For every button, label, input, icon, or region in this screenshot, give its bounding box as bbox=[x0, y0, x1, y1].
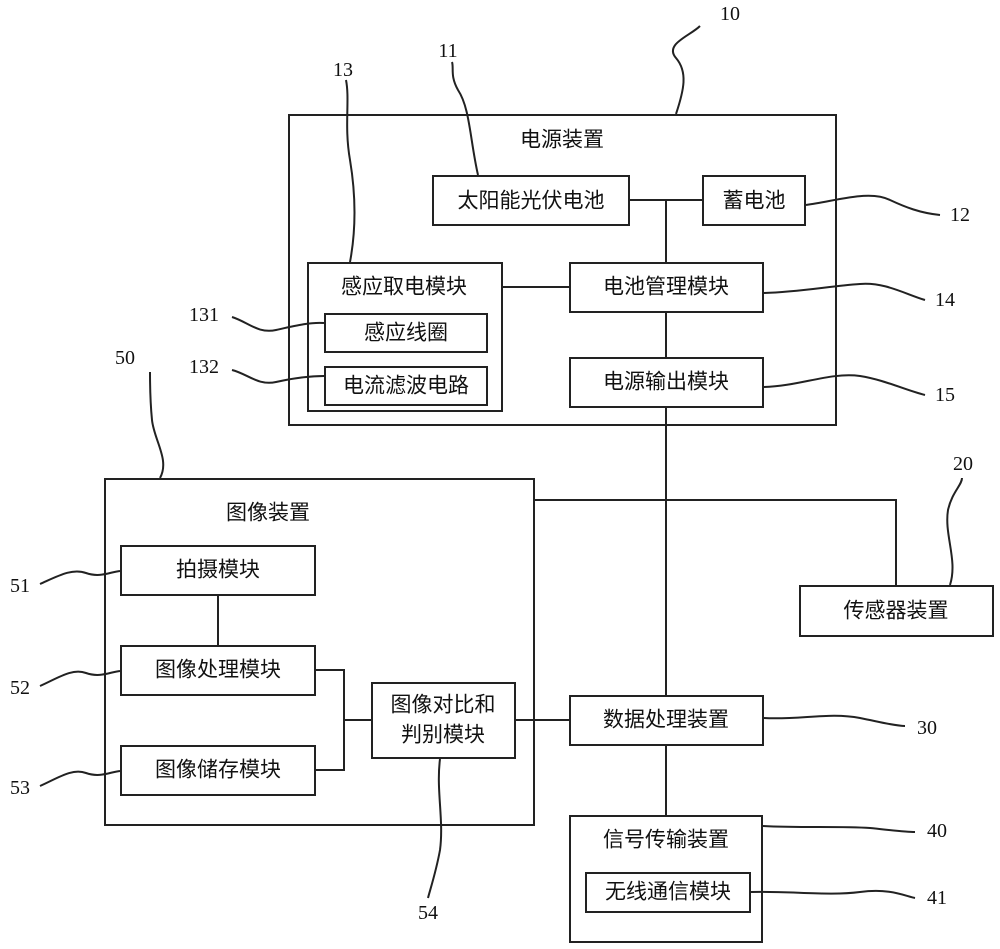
ref-13: 13 bbox=[333, 59, 353, 81]
image-processing-label: 图像处理模块 bbox=[155, 657, 281, 682]
image-compare-label-line1: 图像对比和 bbox=[390, 692, 496, 717]
image-processing-box bbox=[120, 645, 316, 696]
ref-54: 54 bbox=[418, 902, 438, 924]
induction-coil-box bbox=[324, 313, 488, 353]
leader-12 bbox=[805, 194, 941, 216]
data-processing-label: 数据处理装置 bbox=[603, 707, 729, 732]
current-filter-label: 电流滤波电路 bbox=[343, 373, 469, 398]
current-filter-box bbox=[324, 366, 488, 406]
image-device-title: 图像装置 bbox=[226, 500, 310, 525]
battery-management-label: 电池管理模块 bbox=[603, 274, 729, 299]
ref-15: 15 bbox=[935, 384, 955, 406]
power-device-box bbox=[288, 114, 837, 426]
image-compare-box bbox=[371, 682, 516, 759]
image-storage-box bbox=[120, 745, 316, 796]
ref-30: 30 bbox=[917, 717, 937, 739]
ref-132: 132 bbox=[189, 356, 219, 378]
wireless-comm-box bbox=[585, 872, 751, 913]
ref-51: 51 bbox=[10, 575, 30, 597]
signal-transmission-box bbox=[569, 815, 763, 943]
image-device-box bbox=[104, 478, 535, 826]
power-device-title: 电源装置 bbox=[520, 127, 604, 152]
battery-management-box bbox=[569, 262, 764, 313]
leader-50 bbox=[149, 371, 165, 479]
capture-module-label: 拍摄模块 bbox=[176, 557, 260, 582]
induction-coil-label: 感应线圈 bbox=[364, 320, 448, 345]
induction-power-module-label: 感应取电模块 bbox=[341, 274, 467, 299]
leader-30 bbox=[763, 714, 906, 727]
leader-41 bbox=[750, 889, 916, 899]
leader-132 bbox=[231, 369, 325, 384]
storage-battery-box bbox=[702, 175, 806, 226]
leader-15 bbox=[763, 374, 926, 396]
leader-11 bbox=[451, 61, 479, 176]
data-processing-box bbox=[569, 695, 764, 746]
leader-40 bbox=[762, 825, 916, 833]
ref-11: 11 bbox=[438, 40, 458, 62]
leader-10 bbox=[672, 25, 701, 115]
ref-20: 20 bbox=[953, 453, 973, 475]
leader-13 bbox=[345, 79, 356, 263]
solar-pv-cell-box bbox=[432, 175, 630, 226]
leader-53 bbox=[39, 770, 121, 787]
solar-pv-cell-label: 太阳能光伏电池 bbox=[457, 188, 605, 213]
ref-12: 12 bbox=[950, 204, 970, 226]
ref-52: 52 bbox=[10, 677, 30, 699]
leader-14 bbox=[763, 282, 926, 301]
wire-proc-storage-merge bbox=[316, 669, 345, 771]
sensor-device-box bbox=[799, 585, 994, 637]
signal-transmission-label: 信号传输装置 bbox=[603, 827, 729, 852]
ref-10: 10 bbox=[720, 3, 740, 25]
image-storage-label: 图像储存模块 bbox=[155, 757, 281, 782]
induction-power-module-box bbox=[307, 262, 503, 412]
ref-53: 53 bbox=[10, 777, 30, 799]
leader-20 bbox=[946, 477, 963, 586]
ref-40: 40 bbox=[927, 820, 947, 842]
ref-131: 131 bbox=[189, 304, 219, 326]
capture-module-box bbox=[120, 545, 316, 596]
sensor-device-label: 传感器装置 bbox=[843, 598, 949, 623]
power-output-box bbox=[569, 357, 764, 408]
ref-41: 41 bbox=[927, 887, 947, 909]
storage-battery-label: 蓄电池 bbox=[722, 188, 786, 213]
wire-image-sensor bbox=[535, 499, 897, 585]
leader-51 bbox=[39, 570, 121, 585]
leader-131 bbox=[231, 316, 325, 332]
power-output-label: 电源输出模块 bbox=[603, 369, 729, 394]
image-compare-label-line2: 判别模块 bbox=[401, 722, 485, 747]
ref-50: 50 bbox=[115, 347, 135, 369]
leader-54 bbox=[427, 758, 443, 899]
leader-52 bbox=[39, 670, 121, 687]
wireless-comm-label: 无线通信模块 bbox=[605, 879, 731, 904]
ref-14: 14 bbox=[935, 289, 955, 311]
